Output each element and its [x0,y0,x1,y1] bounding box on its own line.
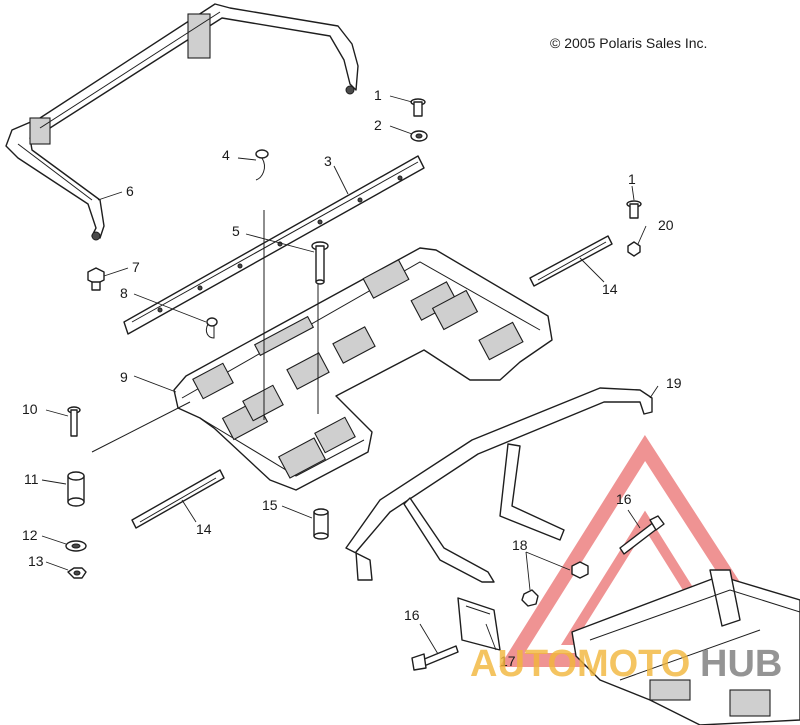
part-rack-tray [173,247,553,491]
part-frame [571,569,800,725]
callout-10: 10 [22,401,38,417]
leader-lines [41,95,659,655]
hardware-bolt-10 [67,406,81,437]
assembly-line-c [91,401,191,453]
copyright-notice: © 2005 Polaris Sales Inc. [550,35,707,51]
callouts: 1 2 3 4 5 6 7 8 9 10 11 12 13 14 14 15 1… [22,87,682,669]
callout-13: 13 [28,553,44,569]
callout-17: 17 [500,653,516,669]
hardware-nut-2 [410,130,428,142]
callout-1a: 1 [374,87,382,103]
hardware-pin-8 [205,317,218,339]
hardware-bolt-16a [619,515,665,555]
callout-6: 6 [126,183,134,199]
callout-9: 9 [120,369,128,385]
hardware-clip-4 [255,149,269,181]
hardware-fastener-7 [87,267,105,291]
hardware-pin-5 [311,241,329,285]
hardware-bolt-1b [626,200,642,219]
watermark-text-automoto: AUTOMOTO [470,643,690,685]
part-upper-rail [5,3,359,241]
callout-2: 2 [374,117,382,133]
callout-1b: 1 [628,171,636,187]
hardware-nut-20 [627,241,641,257]
callout-20: 20 [658,217,674,233]
hardware-nut-13 [67,567,87,579]
hardware-nut-18b [521,589,539,607]
callout-14a: 14 [602,281,618,297]
part-bracket-upper [529,235,613,287]
callout-12: 12 [22,527,38,543]
callout-16b: 16 [404,607,420,623]
callout-3: 3 [324,153,332,169]
callout-16a: 16 [616,491,632,507]
callout-19: 19 [666,375,682,391]
part-bracket-lower [131,469,225,529]
callout-18: 18 [512,537,528,553]
hardware-spacer-11 [67,471,85,507]
part-lower-rail [345,387,653,583]
part-hardware [65,98,665,671]
callout-4: 4 [222,147,230,163]
part-long-bar [123,155,425,335]
callout-8: 8 [120,285,128,301]
hardware-spacer-15 [313,508,329,540]
callout-5: 5 [232,223,240,239]
tray-pockets [192,259,524,479]
callout-7: 7 [132,259,140,275]
watermark-wordmark: AUTOMOTO HUB [470,643,782,685]
watermark-text-hub: HUB [700,643,782,685]
hardware-bolt-16b [411,645,459,671]
part-plate [457,597,501,651]
callout-15: 15 [262,497,278,513]
hardware-bolt-1a [410,98,426,117]
callout-11: 11 [24,471,39,487]
hardware-washer-12 [65,540,87,552]
hardware-nut-18a [571,561,589,579]
callout-14b: 14 [196,521,212,537]
